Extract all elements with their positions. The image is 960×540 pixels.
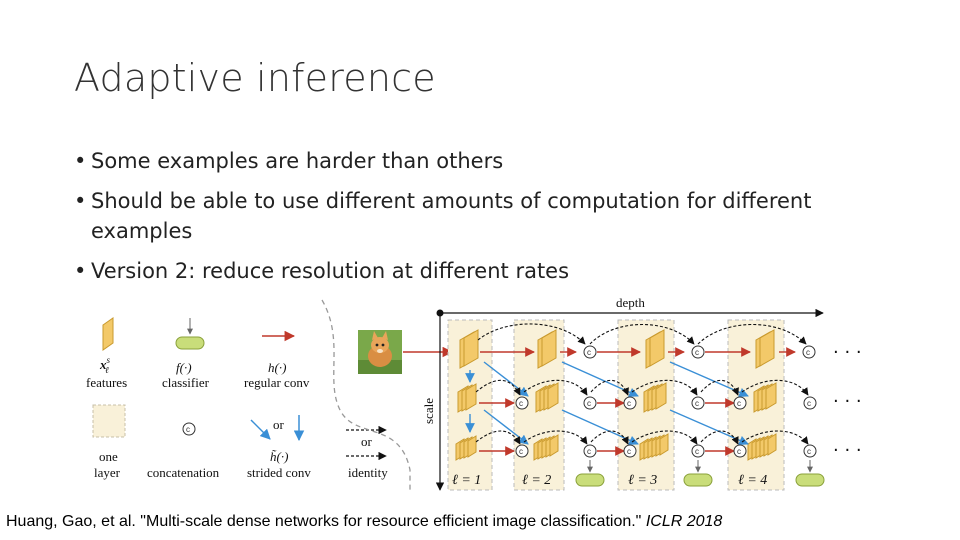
concat-node: c xyxy=(515,444,529,458)
diagram-axes: depth scale xyxy=(421,295,824,491)
svg-text:c: c xyxy=(806,348,810,357)
svg-text:c: c xyxy=(587,399,591,408)
legend-classifier-symbol: f(·) xyxy=(176,360,192,375)
identity-arrows xyxy=(475,323,809,445)
legend-separator xyxy=(321,299,411,492)
bullet-text: Version 2: reduce resolution at differen… xyxy=(91,259,570,283)
layer-label-4: ℓ = 4 xyxy=(738,473,767,488)
input-image-kitten xyxy=(358,330,402,374)
concat-node: c xyxy=(691,345,705,359)
legend-layer-label-2: layer xyxy=(94,465,121,480)
concat-node: c xyxy=(583,444,597,458)
svg-text:c: c xyxy=(695,447,699,456)
strided-conv-diagonal-arrow-icon xyxy=(250,419,271,440)
feature-stack xyxy=(459,329,479,369)
bullet-item: •Should be able to use different amounts… xyxy=(74,186,894,246)
legend-regular-conv-label: regular conv xyxy=(244,375,310,390)
slide-title: Adaptive inference xyxy=(74,56,436,100)
concat-node: c xyxy=(623,444,637,458)
legend-classifier-label: classifier xyxy=(162,375,210,390)
concat-node: c xyxy=(691,444,705,458)
concat-node: c xyxy=(583,345,597,359)
concat-node: c xyxy=(515,396,529,410)
svg-text:c: c xyxy=(519,399,523,408)
bullet-item: •Version 2: reduce resolution at differe… xyxy=(74,256,894,286)
svg-text:c: c xyxy=(695,399,699,408)
svg-text:c: c xyxy=(587,447,591,456)
legend-strided-conv-symbol: h̃(·) xyxy=(270,449,288,464)
bullet-text: Some examples are harder than others xyxy=(91,149,504,173)
citation-venue: ICLR 2018 xyxy=(645,513,723,530)
concat-icon-glyph: c xyxy=(186,425,190,434)
feature-stack xyxy=(747,433,777,461)
bullet-item: •Some examples are harder than others xyxy=(74,146,894,176)
feature-stack xyxy=(753,382,777,413)
concat-node: c xyxy=(803,396,817,410)
svg-text:c: c xyxy=(519,447,523,456)
classifier-icon xyxy=(175,336,205,350)
feature-stack xyxy=(639,433,669,461)
svg-text:c: c xyxy=(627,447,631,456)
regular-conv-arrows xyxy=(479,347,796,456)
svg-text:c: c xyxy=(695,348,699,357)
svg-text:c: c xyxy=(737,399,741,408)
concat-node: c xyxy=(733,444,747,458)
classifiers xyxy=(575,460,825,487)
concat-icon xyxy=(182,422,196,436)
layer-label-1: ℓ = 1 xyxy=(452,473,481,488)
feature-stack xyxy=(643,382,667,413)
concat-node: c xyxy=(733,396,747,410)
classifier-node xyxy=(683,473,713,487)
svg-text:c: c xyxy=(737,447,741,456)
bullet-dot: • xyxy=(74,259,87,283)
legend-features-label: features xyxy=(86,375,127,390)
scale-axis-label: scale xyxy=(421,398,436,424)
concat-node: c xyxy=(803,444,817,458)
bullet-dot: • xyxy=(74,189,87,213)
legend-regular-conv-symbol: h(·) xyxy=(268,360,286,375)
depth-axis-label: depth xyxy=(616,295,645,310)
legend-layer-label-1: one xyxy=(99,449,118,464)
legend-strided-conv-label: strided conv xyxy=(247,465,311,480)
feature-stack xyxy=(537,329,557,369)
legend-or-1: or xyxy=(273,417,285,432)
ellipsis-row-1: · · · xyxy=(833,342,862,363)
concat-node: c xyxy=(583,396,597,410)
classifier-node xyxy=(575,473,605,487)
svg-text:c: c xyxy=(587,348,591,357)
concat-node: c xyxy=(802,345,816,359)
concat-nodes: c c c c c c c c c c c c c c c xyxy=(515,345,817,458)
layer-label-2: ℓ = 2 xyxy=(522,473,551,488)
bullet-dot: • xyxy=(74,149,87,173)
concat-node: c xyxy=(623,396,637,410)
svg-text:c: c xyxy=(807,399,811,408)
feature-map-icon xyxy=(102,317,114,351)
feature-stack xyxy=(755,329,775,369)
feature-stack xyxy=(457,383,477,413)
classifier-node xyxy=(795,473,825,487)
legend-concatenation-label: concatenation xyxy=(147,465,220,480)
layer-box-icon xyxy=(92,404,126,438)
bullet-text: Should be able to use different amounts … xyxy=(91,189,812,243)
concat-node: c xyxy=(691,396,705,410)
layer-label-3: ℓ = 3 xyxy=(628,473,657,488)
citation-text: Huang, Gao, et al. "Multi-scale dense ne… xyxy=(6,513,642,530)
feature-maps xyxy=(455,329,777,461)
feature-stack xyxy=(455,435,477,461)
feature-stack xyxy=(533,434,559,461)
feature-stack xyxy=(535,382,559,413)
svg-text:c: c xyxy=(627,399,631,408)
feature-stack xyxy=(645,329,665,369)
ellipsis-row-3: · · · xyxy=(833,440,862,461)
legend-identity-label: identity xyxy=(348,465,388,480)
svg-text:c: c xyxy=(807,447,811,456)
ellipsis-row-2: · · · xyxy=(833,391,862,412)
citation: Huang, Gao, et al. "Multi-scale dense ne… xyxy=(6,513,722,531)
legend-or-2: or xyxy=(361,434,373,449)
layer-boxes xyxy=(447,319,785,491)
bullet-list: •Some examples are harder than others •S… xyxy=(74,146,894,296)
